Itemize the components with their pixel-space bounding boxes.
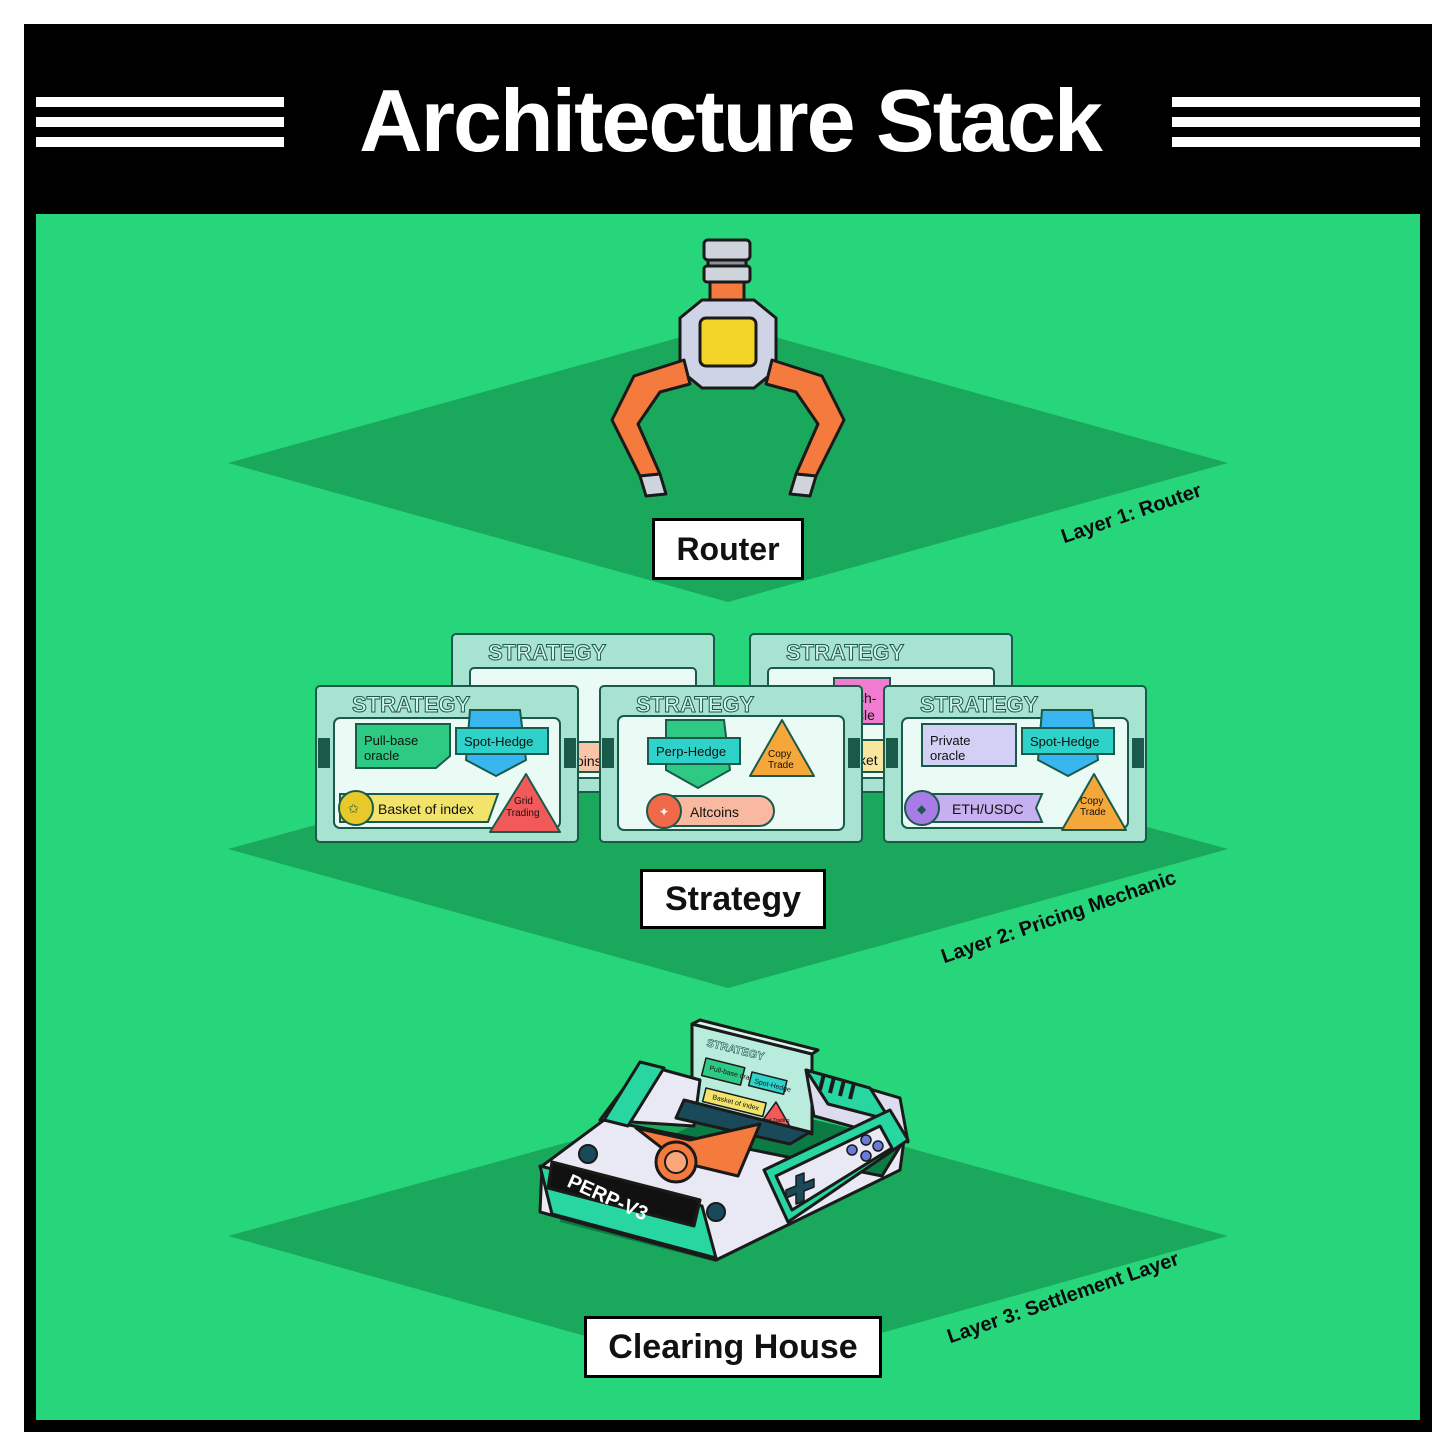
svg-text:Spot-Hedge: Spot-Hedge <box>464 734 533 749</box>
perp-v3-console: STRATEGY Pull-base oracle Spot-Hedge Bas… <box>538 1018 910 1262</box>
strategy-card-3: STRATEGY Private oracle Spot-Hedge ◆ ETH… <box>883 685 1147 843</box>
svg-text:Trade: Trade <box>1080 807 1106 818</box>
svg-text:oins: oins <box>576 753 602 769</box>
layer-1-plane <box>228 324 1228 602</box>
title-stripes-right <box>1172 97 1420 147</box>
svg-text:STRATEGY: STRATEGY <box>352 692 470 717</box>
svg-text:Spot-Hedge: Spot-Hedge <box>1030 734 1099 749</box>
strategy-card-1: STRATEGY Pull-base oracle Spot-Hedge ✩ B… <box>315 685 579 843</box>
svg-text:STRATEGY: STRATEGY <box>786 640 904 665</box>
svg-text:Basket of index: Basket of index <box>378 801 474 817</box>
title-stripes-left <box>36 97 284 147</box>
svg-text:Pull-base: Pull-base <box>364 733 418 748</box>
svg-text:STRATEGY: STRATEGY <box>488 640 606 665</box>
svg-text:Grid Trading: Grid Trading <box>762 1118 790 1124</box>
svg-text:Trading: Trading <box>506 808 540 819</box>
svg-text:Grid: Grid <box>514 796 533 807</box>
strategy-label: Strategy <box>640 869 826 929</box>
clearing-house-label: Clearing House <box>584 1316 882 1378</box>
svg-text:Copy: Copy <box>768 749 791 760</box>
svg-text:STRATEGY: STRATEGY <box>920 692 1038 717</box>
svg-text:STRATEGY: STRATEGY <box>636 692 754 717</box>
svg-text:Private: Private <box>930 733 970 748</box>
cartridge: STRATEGY Pull-base oracle Spot-Hedge Bas… <box>690 1018 820 1136</box>
router-label: Router <box>652 518 804 580</box>
page-title: Architecture Stack <box>359 71 1103 170</box>
svg-text:Altcoins: Altcoins <box>690 804 739 820</box>
svg-text:Trade: Trade <box>768 760 794 771</box>
svg-text:oracle: oracle <box>364 748 399 763</box>
router-claw-icon <box>610 238 846 498</box>
strategy-card-2: STRATEGY Perp-Hedge Copy Trade ✦ Altcoin… <box>599 685 863 843</box>
svg-text:✦: ✦ <box>659 805 669 819</box>
svg-text:Perp-Hedge: Perp-Hedge <box>656 744 726 759</box>
svg-text:Copy: Copy <box>1080 796 1103 807</box>
svg-text:◆: ◆ <box>917 802 927 816</box>
svg-text:oracle: oracle <box>930 748 965 763</box>
svg-text:✩: ✩ <box>348 801 359 816</box>
svg-text:ETH/USDC: ETH/USDC <box>952 801 1024 817</box>
